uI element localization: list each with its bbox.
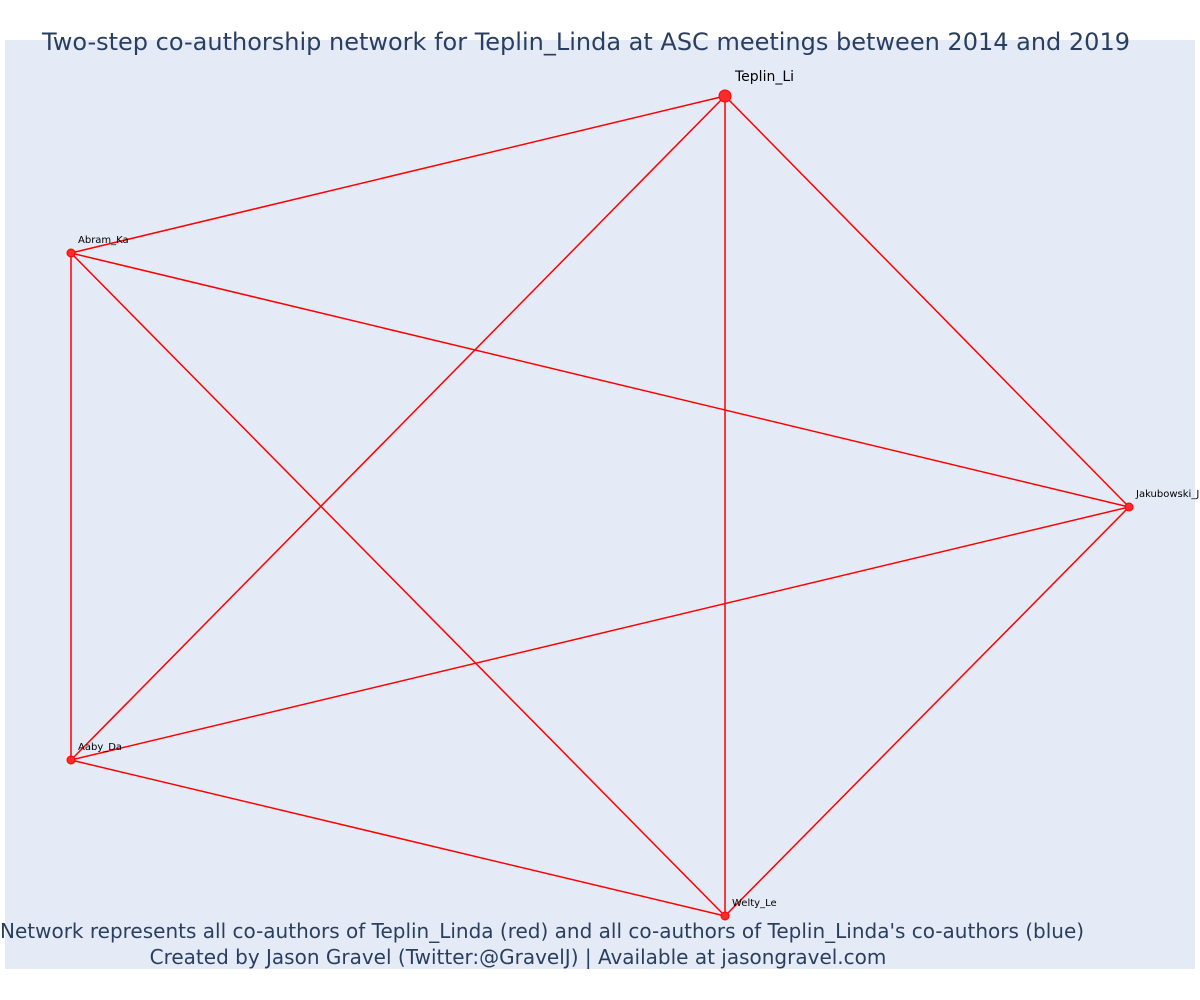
- node-abram[interactable]: [66, 248, 76, 258]
- node-aaby[interactable]: [66, 755, 76, 765]
- caption-line-2: Created by Jason Gravel (Twitter:@Gravel…: [149, 945, 887, 969]
- node-label-teplin: Teplin_Li: [734, 69, 794, 85]
- node-label-jakubowski: Jakubowski_J: [1135, 489, 1199, 500]
- edge-teplin-jakubowski: [724, 95, 1130, 508]
- edge-aaby-welty: [70, 759, 726, 917]
- edge-jakubowski-welty: [724, 506, 1130, 917]
- chart-caption: Network represents all co-authors of Tep…: [0, 918, 1085, 970]
- edge-teplin-aaby: [70, 95, 726, 761]
- node-label-aaby: Aaby_Da: [78, 742, 122, 753]
- node-welty[interactable]: [720, 911, 730, 921]
- node-label-abram: Abram_Ka: [78, 235, 129, 246]
- node-jakubowski[interactable]: [1124, 502, 1134, 512]
- node-teplin[interactable]: [718, 89, 732, 103]
- caption-line-1: Network represents all co-authors of Tep…: [0, 919, 1085, 943]
- plot-background: [5, 40, 1195, 969]
- edge-teplin-abram: [70, 95, 726, 254]
- edge-abram-jakubowski: [70, 252, 1130, 508]
- nodes-layer: [66, 89, 1134, 921]
- edges-layer: [70, 95, 1130, 917]
- edge-jakubowski-aaby: [70, 506, 1130, 761]
- edge-abram-welty: [70, 252, 726, 917]
- chart-title: Two-step co-authorship network for Tepli…: [42, 28, 1130, 56]
- node-label-welty: Welty_Le: [732, 898, 777, 909]
